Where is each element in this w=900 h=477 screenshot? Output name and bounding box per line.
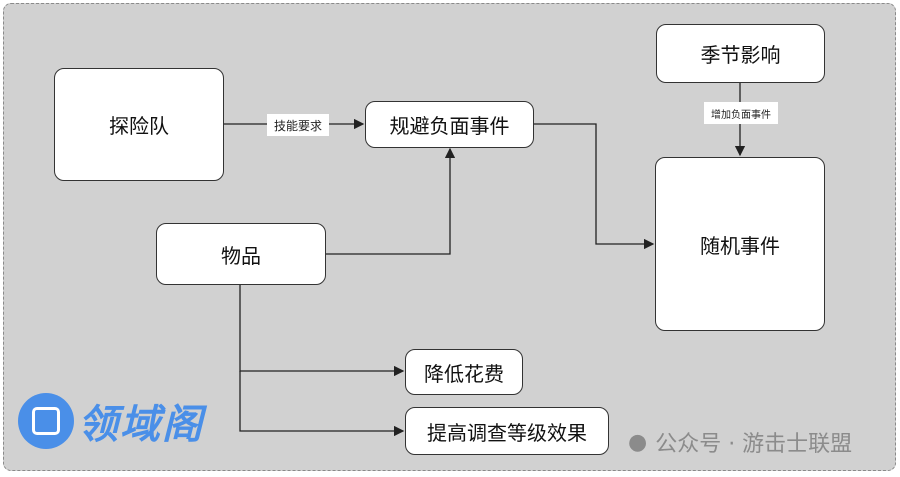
node-expedition-team[interactable]: 探险队 xyxy=(54,68,224,181)
watermark-logo: 领域阁 xyxy=(18,392,204,450)
node-improve-survey-effect[interactable]: 提高调查等级效果 xyxy=(405,407,609,455)
edge-items-to-avoid xyxy=(325,147,456,255)
node-reduce-cost[interactable]: 降低花费 xyxy=(405,349,523,395)
logo-icon xyxy=(18,393,74,449)
watermark-account: ● 公众号 · 游击士联盟 xyxy=(628,426,852,458)
node-season-influence[interactable]: 季节影响 xyxy=(656,24,825,83)
watermark-account-text: 公众号 · 游击士联盟 xyxy=(655,432,853,457)
node-items[interactable]: 物品 xyxy=(156,223,326,285)
watermark-logo-text: 领域阁 xyxy=(78,402,204,448)
edge-avoid-to-random xyxy=(533,123,655,250)
node-random-events[interactable]: 随机事件 xyxy=(655,157,825,331)
edge-label-add-negative-events: 增加负面事件 xyxy=(704,102,778,124)
edge-label-skill-requirement: 技能要求 xyxy=(267,114,329,136)
edge-items-to-improve-survey xyxy=(239,371,405,437)
edge-items-to-reduce-cost xyxy=(239,284,405,377)
wechat-icon: ● xyxy=(628,429,648,455)
node-avoid-negative-events[interactable]: 规避负面事件 xyxy=(365,101,534,148)
